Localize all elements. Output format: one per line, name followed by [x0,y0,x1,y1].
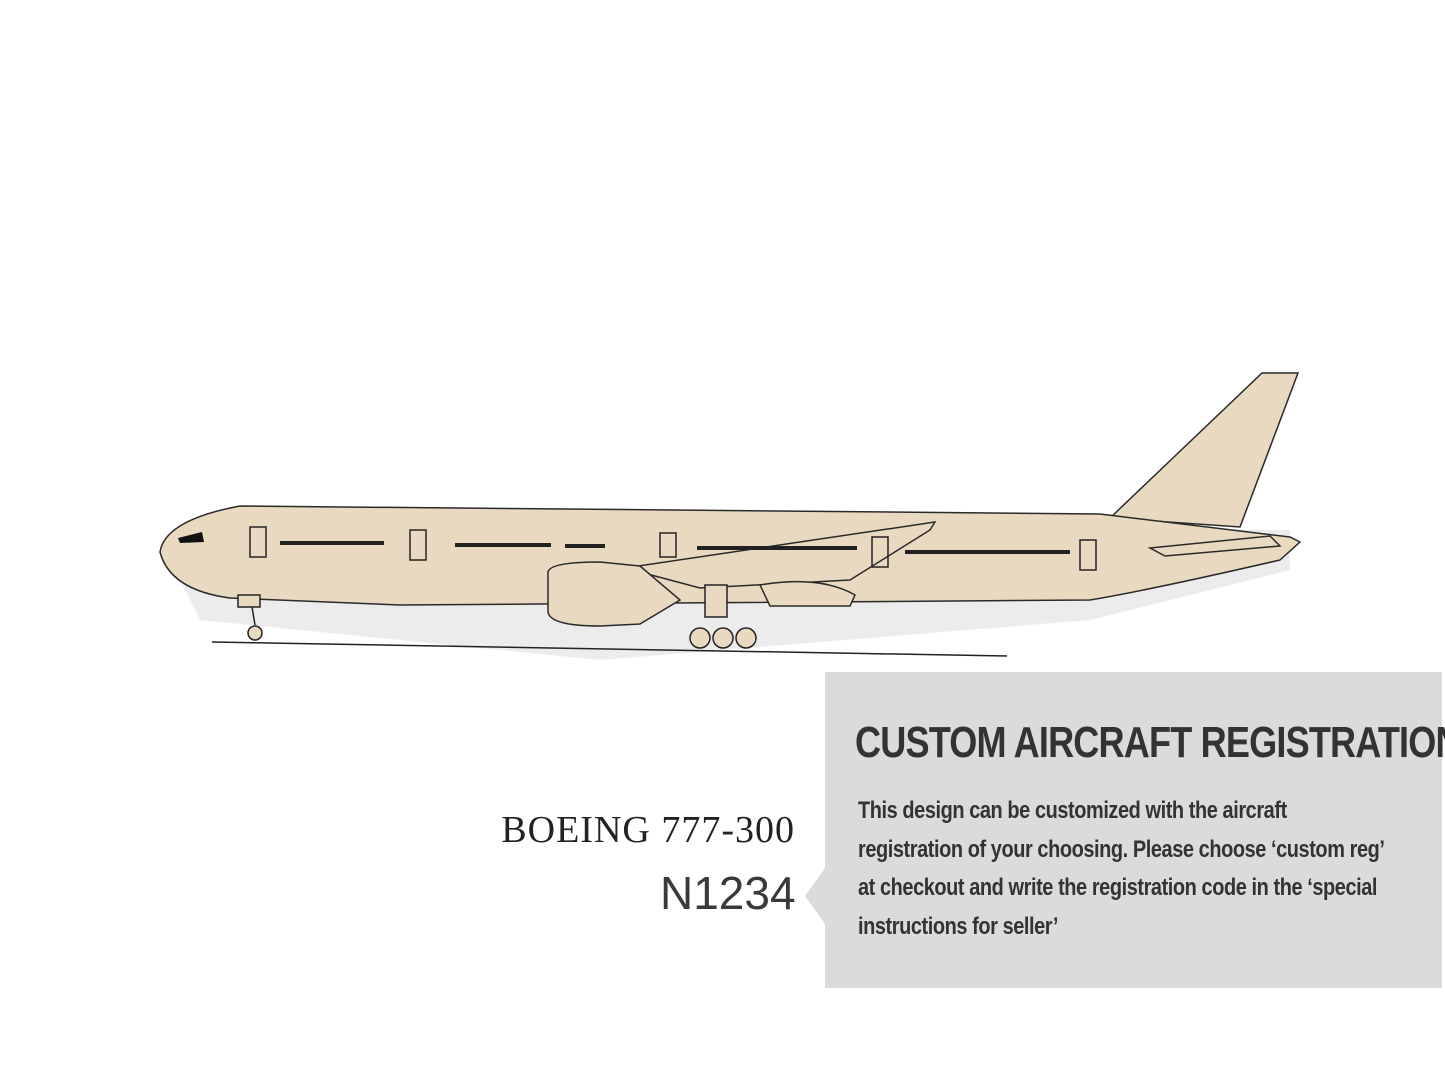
custom-registration-callout: CUSTOM AIRCRAFT REGISTRATION This design… [825,672,1445,988]
callout-title: CUSTOM AIRCRAFT REGISTRATION [855,718,1445,767]
callout-body: This design can be customized with the a… [858,797,1384,940]
engine [547,561,682,627]
callout-pointer [805,868,825,924]
wing-fairing [758,580,856,607]
aircraft-registration-label: N1234 [660,867,796,919]
tail-fin [1108,372,1300,528]
windows [280,541,1070,554]
cockpit-window [178,532,204,543]
ground-line [211,641,1008,657]
doors [249,526,1097,571]
wing [624,521,937,589]
aircraft-silhouette [159,372,1302,660]
horizontal-stabilizer [1147,535,1282,557]
aircraft-model-label: BOEING 777-300 [501,809,795,851]
landing-gear [237,584,757,649]
